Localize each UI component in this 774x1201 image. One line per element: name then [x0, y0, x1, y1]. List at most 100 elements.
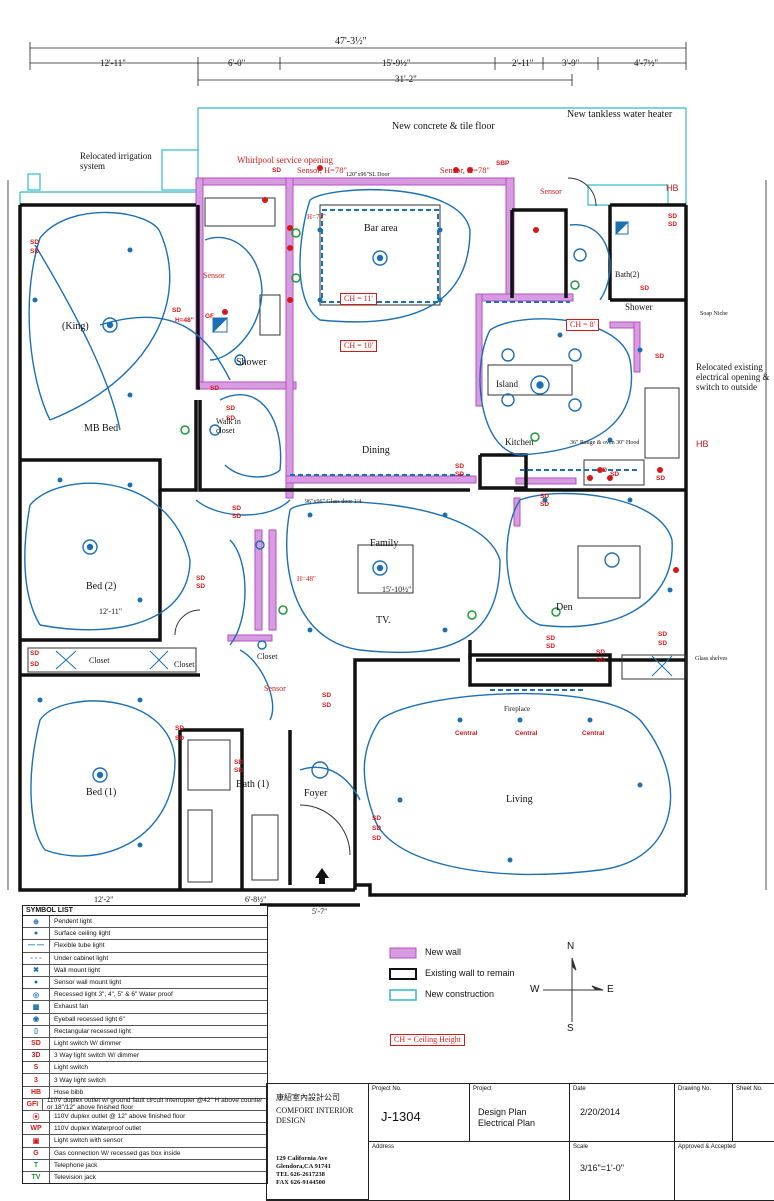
symbol-row: - - -Under cabinet light: [23, 952, 267, 965]
approved-cell: Approved & Accepted: [675, 1142, 774, 1200]
scale-label: Scale: [573, 1144, 589, 1150]
symbol-list: SYMBOL LIST ⊕Pendent light●Surface ceili…: [22, 905, 268, 1185]
symbol-row: ▯Rectangular recessed light: [23, 1025, 267, 1038]
svg-text:SD: SD: [196, 575, 205, 582]
room-den: Den: [556, 602, 573, 613]
symbol-glyph: S: [23, 1062, 50, 1074]
symbol-glyph: ▣: [23, 1135, 50, 1147]
project-cell: Project Design Plan Electrical Plan: [470, 1084, 570, 1142]
dim-bed2-width: 12'-11": [99, 607, 123, 616]
sheet-no-label: Sheet No.: [736, 1086, 763, 1092]
symbol-row: ◉Eyeball recessed light 6": [23, 1013, 267, 1026]
symbol-label: Telephone jack: [54, 1161, 98, 1169]
symbol-glyph: TV: [23, 1171, 50, 1184]
sensor-bath: Sensor: [203, 271, 225, 280]
legend-existing-wall: Existing wall to remain: [425, 968, 515, 978]
dim-bottom-a: 12'-2": [94, 895, 114, 904]
company-cell: 康紹室內設計公司 COMFORT INTERIOR DESIGN 129 Cal…: [267, 1084, 369, 1200]
svg-text:SD: SD: [372, 825, 381, 832]
svg-text:SD: SD: [640, 285, 649, 292]
scale-cell: Scale 3/16"=1'-0": [570, 1142, 675, 1200]
svg-text:SD: SD: [322, 692, 331, 699]
existing-walls: [18, 203, 688, 907]
room-bed-1: Bed (1): [86, 787, 117, 798]
company-address-2: Glendora,CA 91741: [276, 1163, 331, 1170]
svg-text:SD: SD: [656, 475, 665, 482]
entry-arrow: [315, 868, 329, 884]
dim-3: 15'-9½": [382, 58, 411, 68]
room-closet-c: Closet: [257, 652, 278, 661]
symbol-row: G Gas connection W/ recessed gas box insi…: [23, 1147, 267, 1160]
ch-dining: CH = 10': [340, 340, 378, 352]
symbol-glyph: 3D: [23, 1050, 50, 1062]
sensor-note-a: Sensor, H=78": [297, 165, 347, 175]
compass-s: S: [567, 1023, 574, 1034]
room-living: Living: [506, 794, 533, 805]
legend-new-construction: New construction: [425, 989, 495, 999]
symbol-glyph: ◎: [23, 989, 50, 1001]
approved-label: Approved & Accepted: [678, 1144, 736, 1150]
room-kitchen: Kitchen: [505, 437, 534, 447]
svg-text:SD: SD: [175, 725, 184, 732]
compass-n: N: [567, 941, 575, 952]
symbol-label: Surface ceiling light: [54, 930, 111, 938]
project-no-label: Project No.: [372, 1086, 402, 1092]
svg-text:SD: SD: [210, 385, 219, 392]
fireplace-label: Fireplace: [504, 705, 531, 713]
address-label: Address: [372, 1144, 395, 1150]
irrigation-note: Relocated irrigation system: [80, 151, 152, 171]
hb-kitchen: HB: [696, 439, 709, 449]
symbol-label: Under cabinet light: [54, 954, 109, 962]
compass-rose: [543, 957, 604, 1022]
symbol-label: Hose bibb: [54, 1088, 84, 1096]
company-name: COMFORT INTERIOR DESIGN: [276, 1106, 354, 1125]
svg-text:H=48": H=48": [175, 317, 194, 324]
room-king: (King): [62, 321, 89, 332]
room-walk-in: Walk in closet: [216, 417, 241, 435]
room-closet-b: Closet: [174, 660, 195, 669]
small-fixture-dots: [32, 227, 673, 863]
company-tel: TEL 626-2617238: [276, 1171, 325, 1178]
symbol-label: Light switch W/ dimmer: [54, 1039, 122, 1047]
svg-text:SD: SD: [668, 213, 677, 220]
symbol-glyph: G: [23, 1147, 50, 1159]
symbol-glyph: 3: [23, 1074, 50, 1086]
symbol-glyph: ●: [23, 928, 50, 940]
room-tv: TV.: [376, 615, 391, 626]
svg-text:SD: SD: [30, 239, 39, 246]
closet-x-marks: [55, 650, 673, 677]
symbol-glyph: ▩: [23, 1001, 50, 1013]
dim-6: 4'-7½": [634, 58, 659, 68]
svg-text:Central: Central: [515, 730, 538, 737]
ch-bar: CH = 11': [340, 293, 377, 305]
symbol-label: Light switch: [54, 1064, 88, 1072]
ch-kitchen: CH = 8': [566, 319, 600, 331]
interior-lines: [27, 177, 687, 883]
symbol-glyph: WP: [23, 1123, 50, 1135]
symbol-glyph: T: [23, 1159, 50, 1171]
symbol-row: ●Sensor wall mount light: [23, 976, 267, 990]
dim-4: 2'-11": [512, 58, 534, 68]
symbol-label: Light switch with sensor: [54, 1137, 123, 1145]
svg-text:SD: SD: [30, 650, 39, 657]
sub-dimension: 31'-2": [395, 74, 417, 84]
svg-text:SD: SD: [596, 657, 605, 664]
symbol-glyph: ✖: [23, 964, 50, 976]
room-shower: Shower: [236, 357, 267, 368]
exhaust-fans: [212, 221, 630, 334]
dim-porch: 5'-7": [312, 907, 328, 916]
room-bar: Bar area: [364, 223, 398, 234]
symbol-row: S Light switch: [23, 1062, 267, 1075]
h72-note: H=72": [307, 213, 326, 221]
svg-text:SD: SD: [232, 513, 241, 520]
svg-text:SD: SD: [272, 167, 281, 174]
project-no-cell: Project No. J-1304: [369, 1084, 470, 1142]
date-label: Date: [573, 1086, 586, 1092]
symbol-label: Gas connection W/ recessed gas box insid…: [54, 1149, 181, 1157]
legend-ceiling-height: CH = Ceiling Height: [390, 1034, 465, 1046]
